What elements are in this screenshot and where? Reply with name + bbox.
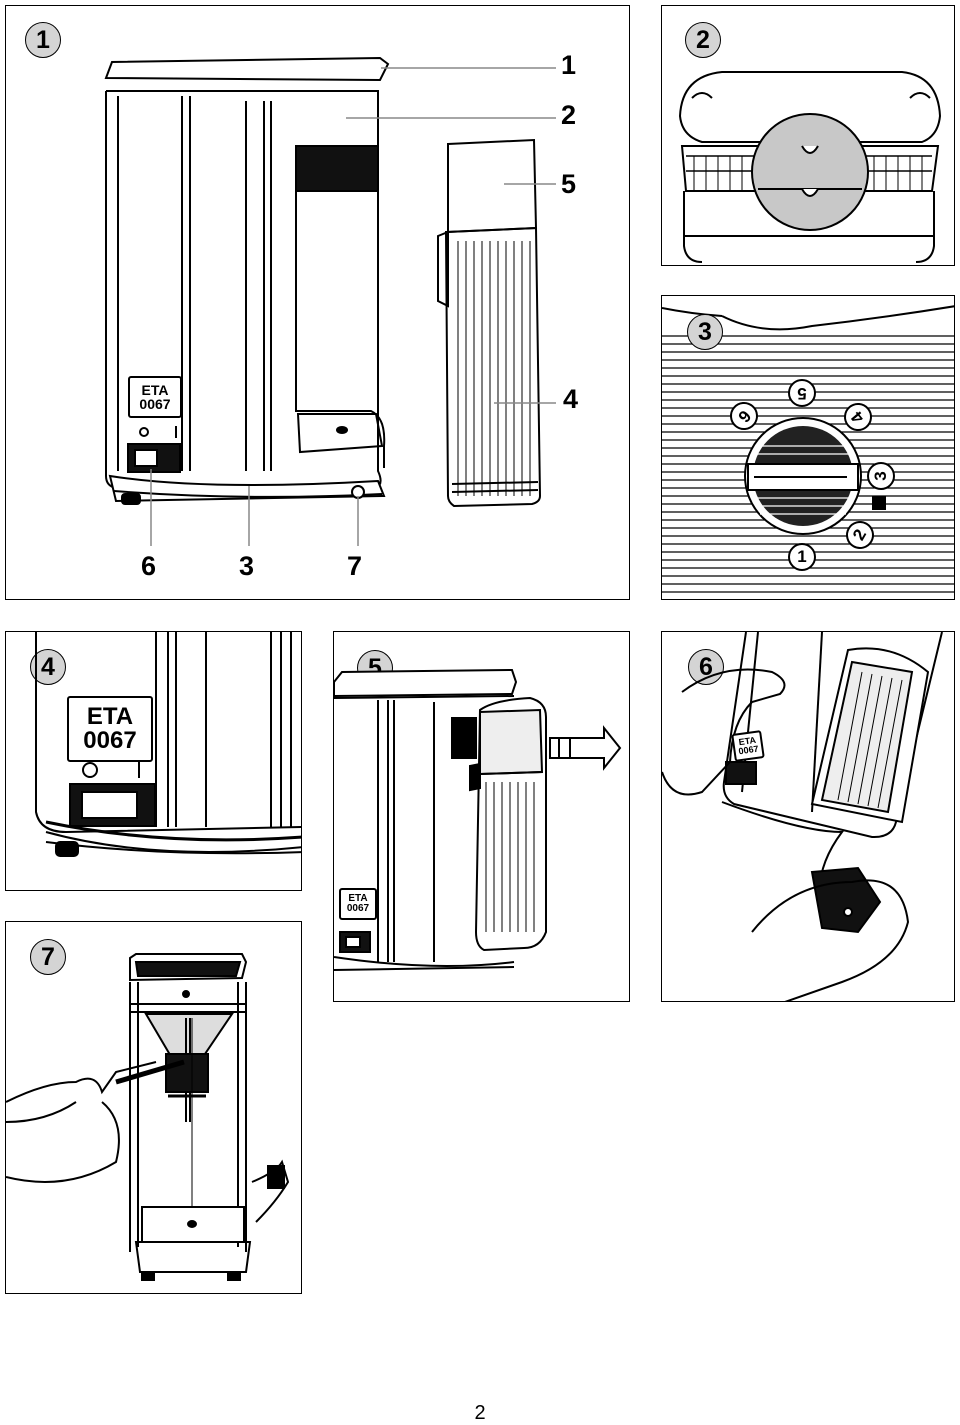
label-model: 0067 bbox=[737, 743, 760, 757]
callout-4: 4 bbox=[563, 384, 579, 414]
figure-5: 5 ETA 0067 bbox=[333, 631, 630, 1002]
callout-3: 3 bbox=[239, 551, 255, 581]
rating-label: ETA 0067 bbox=[339, 888, 377, 920]
dial-setting-1: 1 bbox=[788, 543, 816, 571]
figure-number: 7 bbox=[30, 939, 66, 975]
figure-3: 3 1 2 3 4 5 6 bbox=[661, 295, 955, 600]
figure-number: 6 bbox=[688, 649, 724, 685]
appliance-side-illustration bbox=[104, 56, 556, 546]
label-model: 0067 bbox=[83, 727, 137, 754]
grind-dial-illustration bbox=[662, 296, 954, 593]
tank-removal-illustration bbox=[334, 668, 622, 971]
lid-top-illustration bbox=[678, 71, 942, 263]
label-model: 0067 bbox=[139, 396, 171, 412]
dial-setting-5: 5 bbox=[788, 379, 816, 407]
figure-7: 7 bbox=[5, 921, 302, 1294]
callout-5: 5 bbox=[561, 169, 577, 199]
rating-label: ETA 0067 bbox=[731, 730, 765, 762]
label-brand: ETA bbox=[86, 703, 134, 730]
dial-setting-3: 3 bbox=[867, 462, 895, 490]
callout-2: 2 bbox=[561, 100, 577, 130]
figure-number: 2 bbox=[685, 22, 721, 58]
figure-2: 2 bbox=[661, 5, 955, 266]
figure-number: 1 bbox=[25, 22, 61, 58]
figure-number: 3 bbox=[687, 314, 723, 350]
page-number: 2 bbox=[474, 1402, 486, 1424]
label-model: 0067 bbox=[346, 903, 370, 914]
unplug-illustration bbox=[662, 632, 943, 1001]
figure-6: 6 ETA 0067 bbox=[661, 631, 955, 1002]
label-brand: ETA bbox=[348, 893, 368, 904]
figure-1: 1 bbox=[5, 5, 630, 600]
switch-closeup-illustration bbox=[35, 632, 301, 857]
callout-1: 1 bbox=[561, 50, 577, 80]
callout-7: 7 bbox=[347, 551, 363, 581]
callout-6: 6 bbox=[141, 551, 157, 581]
cleaning-brush-illustration bbox=[6, 953, 290, 1281]
rating-label: ETA 0067 bbox=[128, 376, 182, 418]
label-brand: ETA bbox=[141, 382, 169, 398]
figure-4: 4 ETA 0067 bbox=[5, 631, 302, 891]
rating-label: ETA 0067 bbox=[67, 696, 153, 762]
